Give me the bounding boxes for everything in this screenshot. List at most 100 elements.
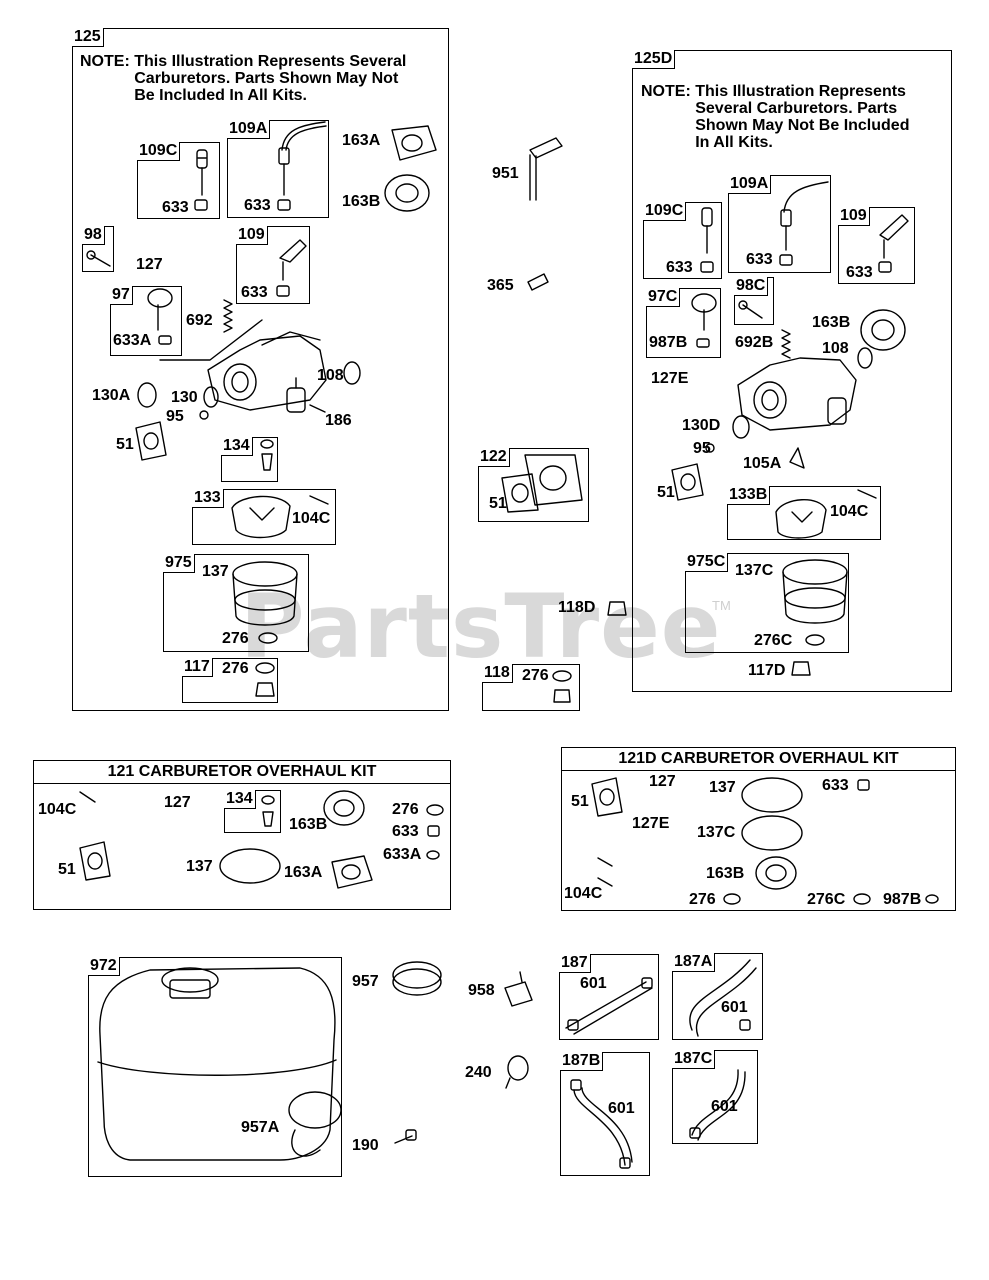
subbox-98c: 98C: [734, 277, 774, 325]
subbox-109-d: 109: [838, 207, 915, 284]
subbox-187b: 187B: [560, 1052, 650, 1176]
group-125-box: 125: [72, 28, 449, 711]
part-label: 127E: [651, 370, 689, 387]
primer-97-icon: [147, 288, 173, 331]
part-label: 163A: [342, 132, 381, 149]
part-label: 633: [162, 199, 189, 216]
lever-951-icon: [529, 137, 563, 201]
float-133b-icon: [775, 499, 827, 539]
seal-icon: [878, 261, 892, 273]
part-label: 957: [352, 973, 379, 990]
group-125d-box: 125D: [632, 50, 952, 692]
part-label: 186: [325, 412, 352, 429]
primer-bulb-icon: [701, 207, 713, 254]
subbox-tag: 122: [478, 448, 510, 467]
seal-icon: [277, 199, 291, 211]
part-label: 127: [136, 256, 163, 273]
part-label: 276: [522, 667, 549, 684]
part-label: 104C: [830, 503, 869, 520]
subbox-122: 122: [478, 448, 589, 522]
primer-109-icon: [879, 214, 909, 259]
part-label: 163B: [342, 193, 381, 210]
gasket-163a-icon: [331, 855, 373, 889]
part-label: 601: [711, 1098, 738, 1115]
part-label: 163B: [812, 314, 851, 331]
subbox-109c: 109C: [137, 142, 220, 219]
subbox-117: 117: [182, 658, 278, 703]
part-label: 51: [571, 793, 589, 810]
hose-187a-icon: [689, 959, 757, 1037]
subbox-187a: 187A: [672, 953, 763, 1040]
primer-line-icon: [780, 181, 829, 251]
spring-692b-icon: [781, 329, 791, 359]
part-label: 163B: [289, 816, 328, 833]
subbox-975: 975: [163, 554, 309, 652]
part-label: 633: [392, 823, 419, 840]
part-label: 987B: [649, 334, 688, 351]
part-label: 117D: [748, 662, 786, 679]
subbox-tag: 109C: [137, 142, 181, 161]
subbox-tag: 134: [224, 790, 256, 809]
subbox-tag: 117: [182, 658, 213, 677]
fuel-tank-icon: [97, 967, 337, 1161]
note-line: Several Carburetors. Parts: [695, 100, 898, 117]
part-label: 601: [721, 999, 748, 1016]
fitting-365-icon: [527, 273, 549, 291]
float-133-icon: [231, 495, 291, 539]
subbox-tag: 98C: [734, 277, 769, 296]
seal-276-icon: [723, 893, 741, 905]
subbox-118: 118: [482, 664, 580, 711]
part-label: 633A: [113, 332, 152, 349]
kit-121-title: 121 CARBURETOR OVERHAUL KIT: [34, 761, 450, 784]
subbox-187: 187: [559, 954, 659, 1040]
carburetor-icon: [207, 331, 327, 413]
nut-117-icon: [255, 682, 275, 697]
part-label: 633A: [383, 846, 422, 863]
filter-240-icon: [505, 1055, 529, 1089]
gasket-163b-icon: [755, 856, 797, 890]
subbox-tag: 109A: [728, 175, 772, 194]
part-label: 104C: [292, 510, 331, 527]
subbox-tag: 118: [482, 664, 513, 683]
part-label: 958: [468, 982, 495, 999]
subbox-134-kit: 134: [224, 790, 281, 833]
spring-692-icon: [223, 299, 233, 333]
subbox-tag: 134: [221, 437, 253, 456]
seal-633a-icon: [426, 850, 440, 860]
part-label: 95: [693, 440, 711, 457]
seal-icon: [158, 335, 172, 345]
gasket-130a-icon: [137, 382, 157, 408]
kit-121-box: 121 CARBURETOR OVERHAUL KIT: [33, 760, 451, 910]
seal-633-icon: [857, 779, 870, 791]
part-label: 130: [171, 389, 198, 406]
subbox-109a-d: 109A: [728, 175, 831, 273]
subbox-109c-d: 109C: [643, 202, 722, 279]
screw-95-icon: [705, 443, 715, 453]
gasket-51c-icon: [501, 473, 539, 513]
subbox-tag: 97: [110, 286, 133, 305]
seal-276c-icon: [805, 634, 825, 646]
primer-97c-icon: [691, 293, 717, 331]
part-label: 692: [186, 312, 213, 329]
part-label: 276: [689, 891, 716, 908]
subbox-109a: 109A: [227, 120, 329, 218]
part-label: 692B: [735, 334, 774, 351]
pin-104c-icon: [857, 489, 877, 499]
note-line: This Illustration Represents Several: [134, 53, 407, 70]
gasket-108-icon: [343, 361, 361, 385]
leader-line: [159, 319, 263, 361]
subbox-tag: 109A: [227, 120, 271, 139]
part-label: 137C: [735, 562, 774, 579]
seal-icon: [194, 199, 208, 211]
part-label: 163A: [284, 864, 323, 881]
fuel-cap-957-icon: [392, 961, 442, 996]
seal-276-icon: [255, 662, 275, 674]
seal-276-icon: [426, 804, 444, 816]
hose-187b-icon: [570, 1079, 633, 1169]
part-label: 108: [317, 367, 344, 384]
part-label: 108: [822, 340, 849, 357]
bolt-190-icon: [394, 1129, 417, 1144]
part-label: 601: [580, 975, 607, 992]
